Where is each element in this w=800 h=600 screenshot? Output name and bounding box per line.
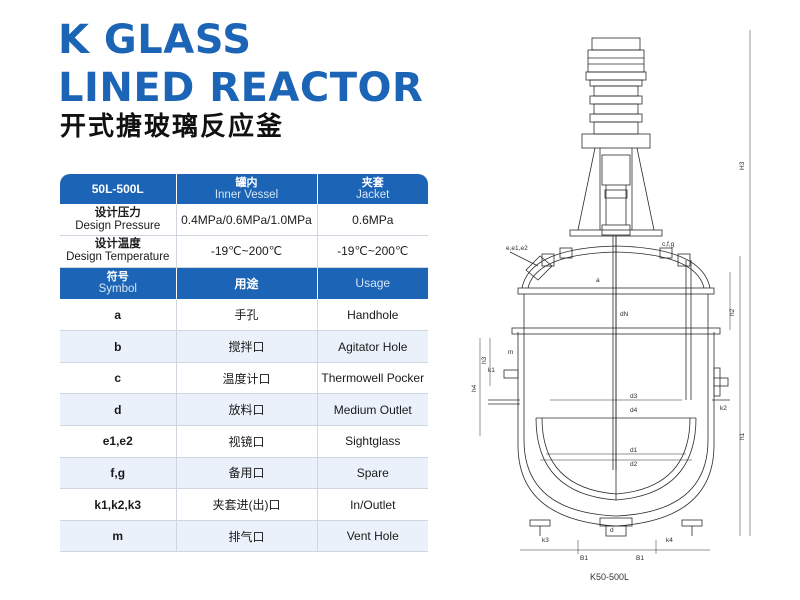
symbol-cell: d xyxy=(60,393,177,427)
anchor-agitator xyxy=(535,417,697,501)
table-row: e1,e2 视镜口 Sightglass xyxy=(60,425,428,458)
label-m: m xyxy=(508,349,513,356)
usage-en-cell: Sightglass xyxy=(317,425,428,458)
label-k2: k2 xyxy=(720,405,727,412)
label-e: e,e1,e2 xyxy=(506,245,528,252)
support-legs xyxy=(488,399,730,405)
title-line-1: K GLASS xyxy=(58,17,252,63)
reactor-technical-drawing: e,e1,e2 c,f,g a dN m k1 k2 k3 k4 d d3 d4… xyxy=(471,30,751,562)
usage-cn-cell: 排气口 xyxy=(176,520,318,553)
drawing-caption: K50-500L xyxy=(590,572,630,582)
symbol-cell: k1,k2,k3 xyxy=(60,488,177,521)
reducer xyxy=(581,85,651,149)
usage-en-cell: Agitator Hole xyxy=(317,330,428,363)
label-dn: dN xyxy=(620,311,629,318)
label-b1-left: B1 xyxy=(580,555,588,562)
motor xyxy=(585,37,647,87)
label-b1-right: B1 xyxy=(636,555,644,562)
table-row: k1,k2,k3 夹套进(出)口 In/Outlet xyxy=(60,488,428,521)
usage-cn-header: 用途 xyxy=(176,267,318,300)
usage-cn-cell: 搅拌口 xyxy=(176,330,318,363)
usage-cn-cell: 温度计口 xyxy=(176,362,318,395)
usage-en-cell: In/Outlet xyxy=(317,488,428,521)
label-h1: h1 xyxy=(739,432,746,440)
table-row: c 温度计口 Thermowell Pocker xyxy=(60,362,428,395)
label-cfg: c,f,g xyxy=(662,241,675,248)
symbol-cell: e1,e2 xyxy=(60,425,177,458)
design-pressure-jacket: 0.6MPa xyxy=(317,204,428,237)
label-d2: d2 xyxy=(630,461,638,468)
usage-cn-cell: 手孔 xyxy=(176,299,318,332)
label-d4: d4 xyxy=(630,407,638,414)
label-d3: d3 xyxy=(630,393,638,400)
usage-en-cell: Spare xyxy=(317,457,428,490)
usage-en-cell: Vent Hole xyxy=(317,520,428,553)
usage-en-cell: Handhole xyxy=(317,299,428,332)
label-d1: d1 xyxy=(630,447,638,454)
label-H3: H3 xyxy=(739,161,746,170)
usage-en-header: Usage xyxy=(317,267,428,300)
usage-cn-cell: 夹套进(出)口 xyxy=(176,488,318,521)
usage-en-cell: Thermowell Pocker xyxy=(317,362,428,395)
label-h4: h4 xyxy=(471,384,478,392)
label-k3: k3 xyxy=(542,537,549,544)
label-d: d xyxy=(610,527,614,534)
design-temperature-jacket: -19℃~200℃ xyxy=(317,235,428,268)
symbol-cell: b xyxy=(60,330,177,363)
model-range-header: 50L-500L xyxy=(60,174,177,204)
usage-cn-cell: 备用口 xyxy=(176,457,318,490)
usage-en-cell: Medium Outlet xyxy=(317,393,428,427)
title-line-2: LINED REACTOR xyxy=(58,65,424,111)
design-pressure-inner: 0.4MPa/0.6MPa/1.0MPa xyxy=(176,204,318,237)
dimension-lines xyxy=(479,30,751,554)
table-row: f,g 备用口 Spare xyxy=(60,457,428,490)
design-temperature-inner: -19℃~200℃ xyxy=(176,235,318,268)
label-k4: k4 xyxy=(666,537,673,544)
table-row: m 排气口 Vent Hole xyxy=(60,520,428,553)
label-a: a xyxy=(596,277,600,284)
table-row: b 搅拌口 Agitator Hole xyxy=(60,330,428,363)
table-row: a 手孔 Handhole xyxy=(60,299,428,332)
symbol-cell: m xyxy=(60,520,177,553)
symbol-cell: f,g xyxy=(60,457,177,490)
top-head xyxy=(509,245,715,295)
title-chinese: 开式搪玻璃反应釜 xyxy=(60,112,285,142)
symbol-cell: c xyxy=(60,362,177,395)
table-row: d 放料口 Medium Outlet xyxy=(60,393,428,427)
label-h2: h2 xyxy=(729,308,736,316)
label-k1: k1 xyxy=(488,367,495,374)
symbol-cell: a xyxy=(60,299,177,332)
nozzles xyxy=(503,367,729,537)
usage-cn-cell: 放料口 xyxy=(176,393,318,427)
support-frame xyxy=(569,147,663,237)
usage-cn-cell: 视镜口 xyxy=(176,425,318,458)
label-h3: h3 xyxy=(481,356,488,364)
